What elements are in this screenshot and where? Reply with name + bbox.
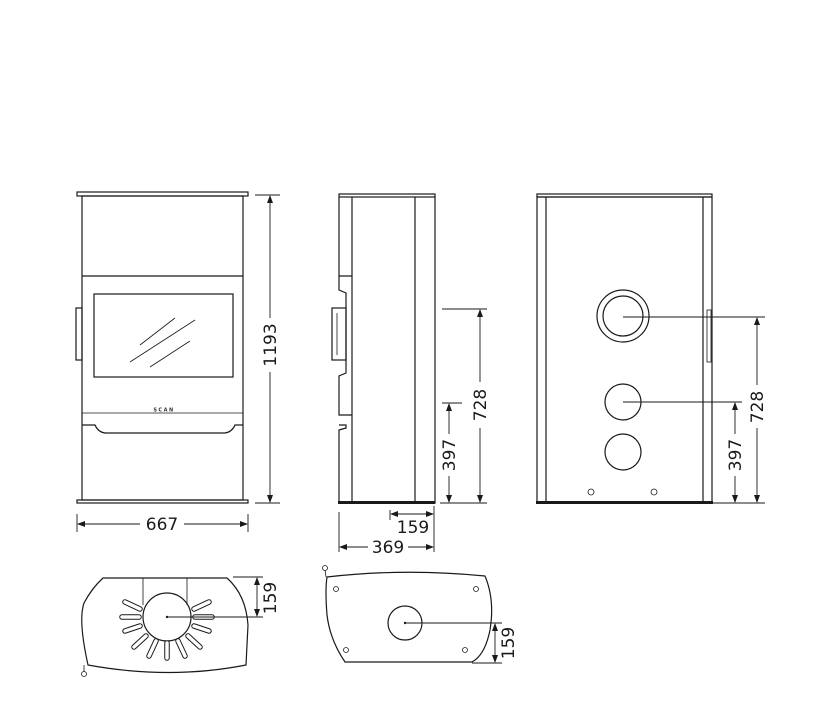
- width-dimension: 667: [146, 515, 178, 535]
- vent-slots: [119, 599, 215, 661]
- top-offset-dimension: 159: [261, 582, 281, 614]
- flue-offset-dimension: 159: [397, 518, 429, 538]
- brand-logo: SCAN: [153, 408, 174, 414]
- lower-outlet-dimension: 397: [440, 439, 460, 471]
- side-view: 159 369 728 397: [331, 193, 491, 558]
- rear-upper-outlet-dimension: 728: [748, 391, 768, 423]
- bottom-offset-dimension: 159: [499, 627, 519, 659]
- rear-view: 728 397: [536, 193, 768, 504]
- flue-outlet: [602, 295, 644, 337]
- upper-outlet-dimension: 728: [471, 389, 491, 421]
- front-view: SCAN 1193 667: [75, 191, 281, 535]
- ash-door-handle: [82, 424, 243, 434]
- depth-dimension: 369: [372, 538, 404, 558]
- rear-lower-outlet-dimension: 397: [726, 439, 746, 471]
- door-handle: [75, 307, 83, 361]
- flue-outlet-ring: [596, 289, 650, 343]
- glass-window: [93, 293, 234, 378]
- bottom-view: 159: [322, 565, 519, 664]
- side-handle: [331, 307, 347, 361]
- rear-outlet-lower: [604, 433, 642, 471]
- glass-reflection-lines: [129, 317, 196, 368]
- top-view: 159: [81, 576, 281, 677]
- height-dimension: 1193: [261, 323, 281, 366]
